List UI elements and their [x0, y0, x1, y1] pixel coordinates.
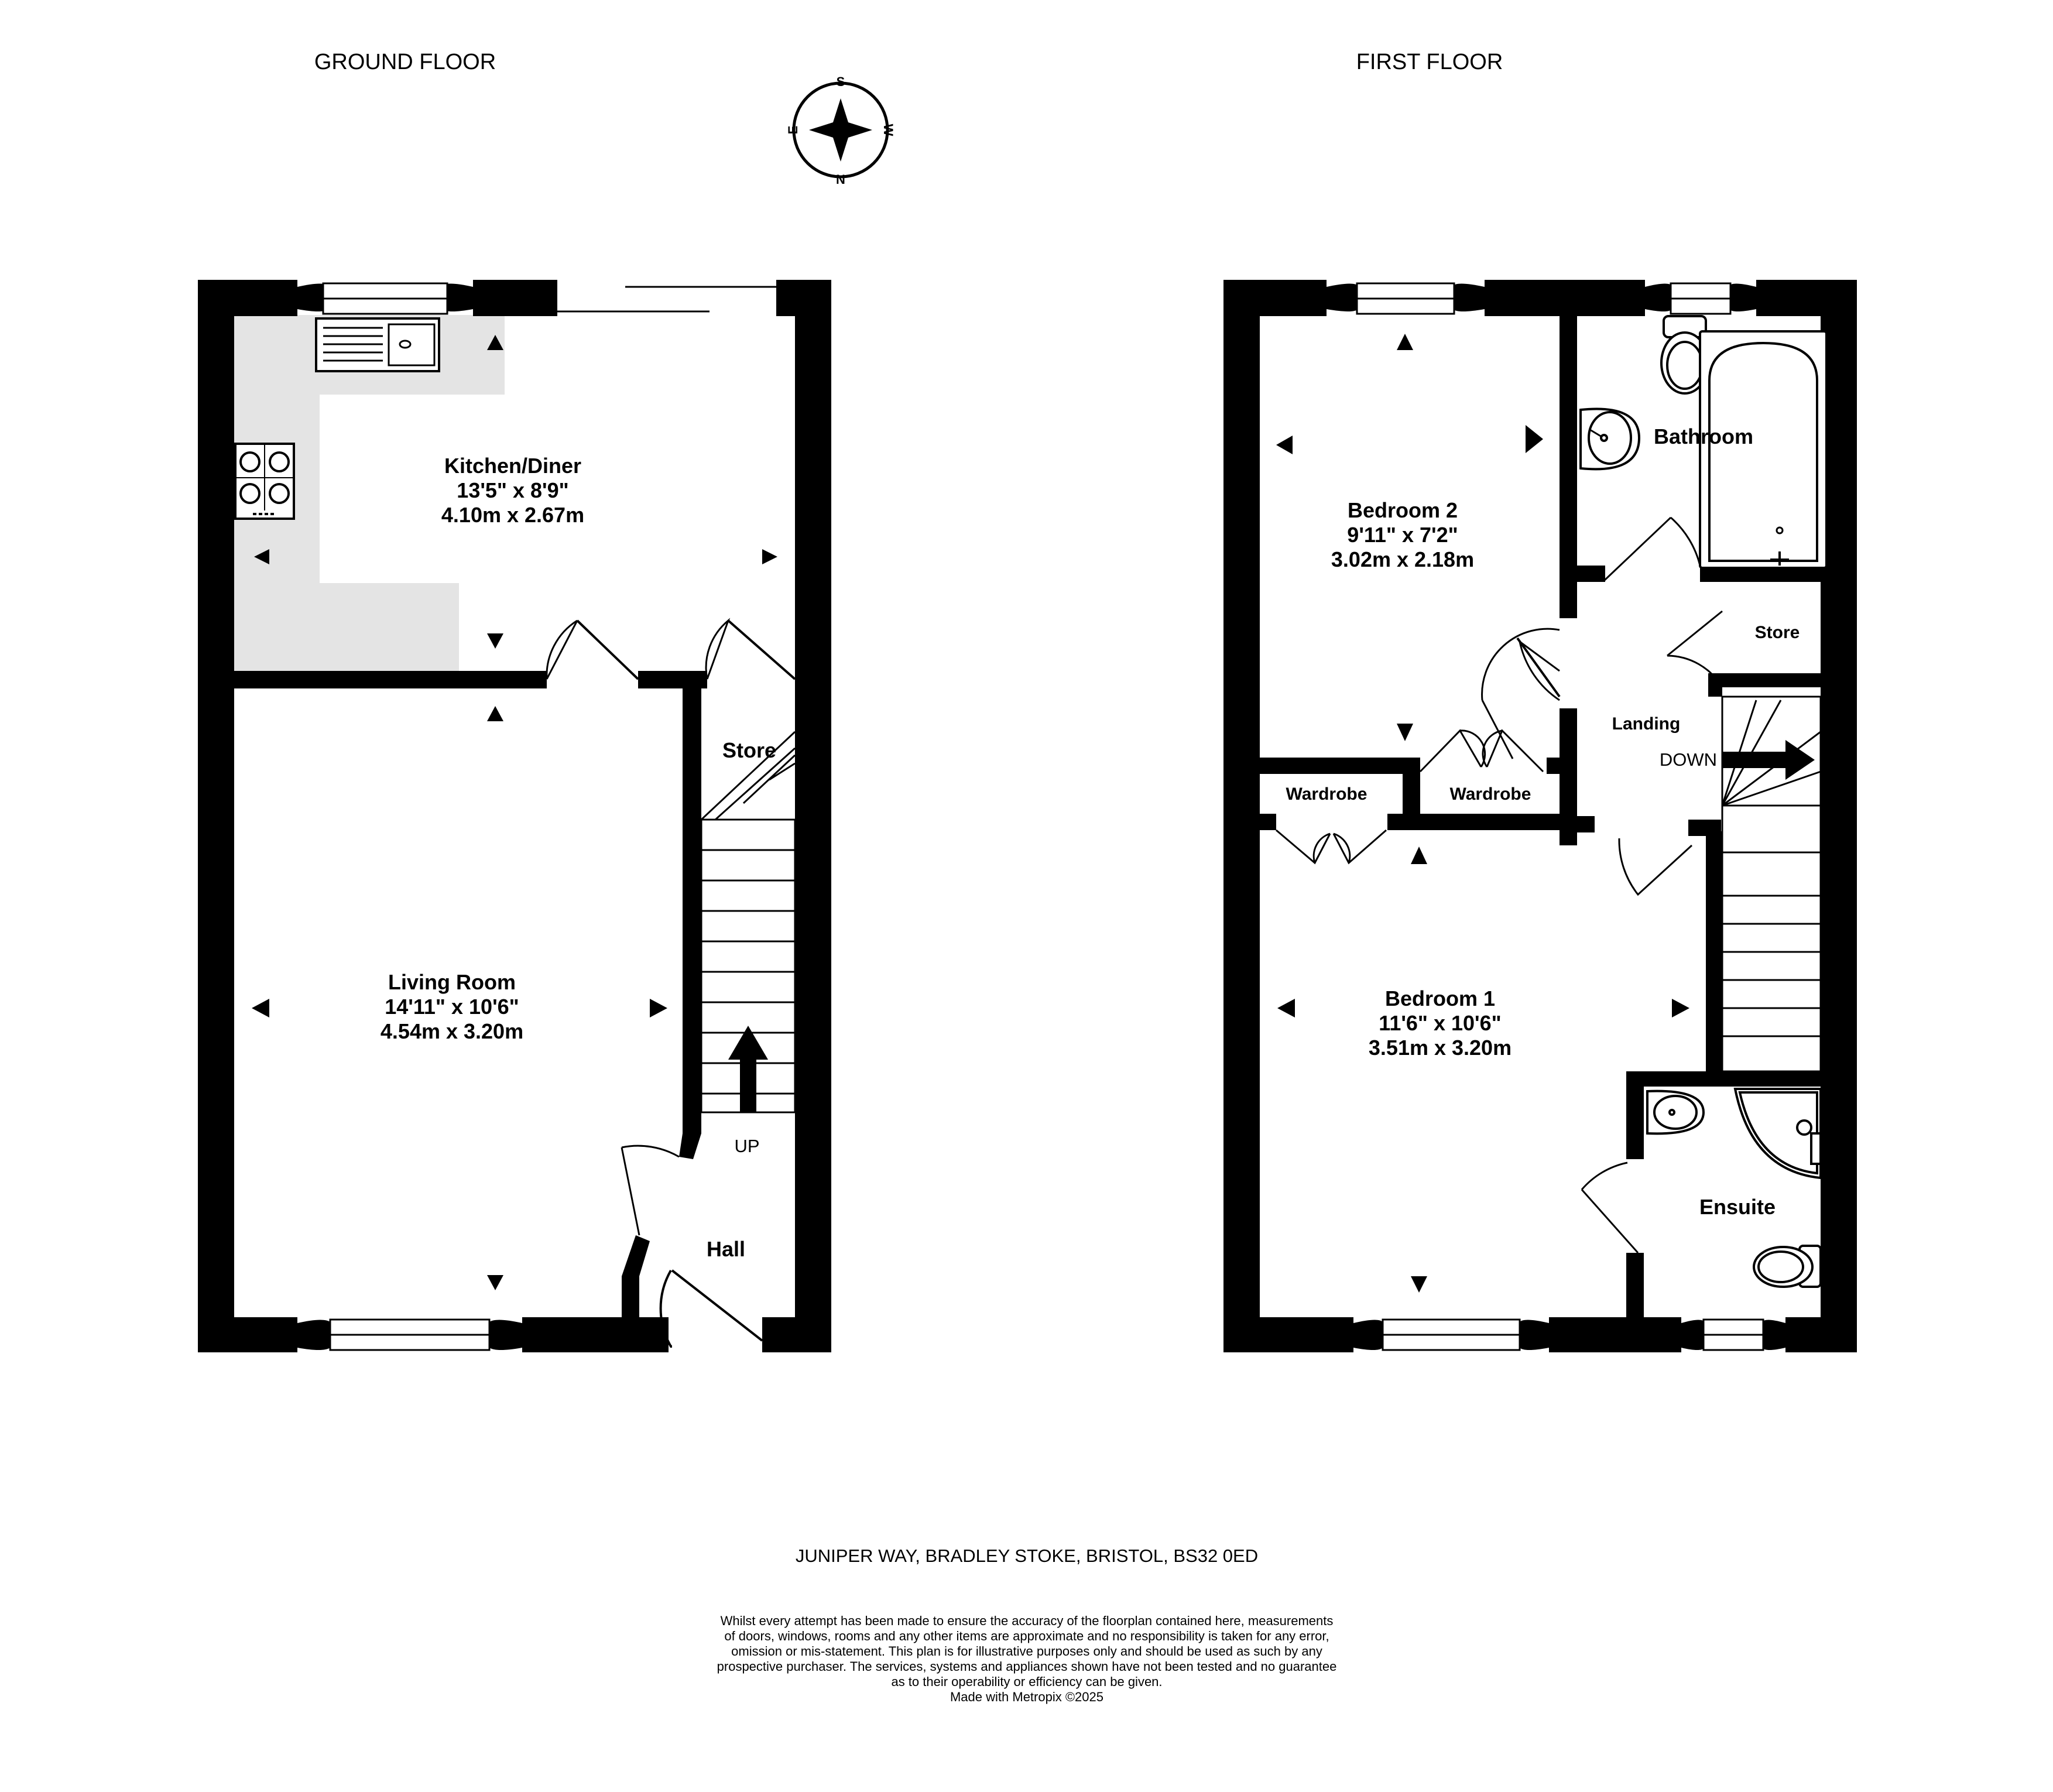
- ensuite-name: Ensuite: [1699, 1195, 1776, 1219]
- first-floor-dimension-arrows: [1276, 334, 1689, 1293]
- kitchen-worktop: [233, 315, 505, 672]
- hall-name: Hall: [707, 1237, 745, 1261]
- disclaimer-line: as to their operability or efficiency ca…: [891, 1674, 1162, 1689]
- compass-south-label: S: [837, 74, 845, 89]
- disclaimer: Whilst every attempt has been made to en…: [717, 1613, 1337, 1704]
- kitchen-sink-icon: [315, 317, 440, 372]
- bath-icon: [1699, 330, 1828, 569]
- disclaimer-line: Whilst every attempt has been made to en…: [721, 1613, 1334, 1628]
- wardrobe-left-name: Wardrobe: [1286, 784, 1367, 804]
- kitchen-hob-icon: [234, 443, 295, 520]
- compass-east-label: E: [786, 126, 800, 135]
- bathroom-name: Bathroom: [1654, 424, 1753, 448]
- ensuite-toilet-icon: [1753, 1245, 1822, 1288]
- shower-icon: [1733, 1088, 1822, 1180]
- kitchen-diner-metric: 4.10m x 2.67m: [441, 503, 584, 527]
- toilet-icon: [1660, 315, 1709, 395]
- disclaimer-credit: Made with Metropix ©2025: [950, 1690, 1103, 1704]
- stairs-down-label: DOWN: [1660, 749, 1717, 770]
- property-address: JUNIPER WAY, BRADLEY STOKE, BRISTOL, BS3…: [796, 1546, 1258, 1566]
- first-floor-doors: [1276, 516, 1723, 1253]
- ground-store-name: Store: [722, 738, 776, 762]
- kitchen-diner-imperial: 13'5" x 8'9": [457, 478, 568, 502]
- bedroom2-metric: 3.02m x 2.18m: [1331, 547, 1474, 571]
- compass-icon: S N W E: [786, 74, 896, 187]
- bedroom2-imperial: 9'11" x 7'2": [1347, 523, 1458, 547]
- bedroom1-imperial: 11'6" x 10'6": [1379, 1011, 1501, 1035]
- wardrobe-right-name: Wardrobe: [1450, 784, 1531, 804]
- stairs-up-label: UP: [734, 1136, 759, 1156]
- ensuite-basin-icon: [1646, 1089, 1705, 1135]
- disclaimer-line: of doors, windows, rooms and any other i…: [724, 1629, 1329, 1643]
- ground-floor-heading: GROUND FLOOR: [314, 50, 496, 74]
- first-floor-walls: [1223, 280, 1857, 1352]
- living-room-name: Living Room: [388, 970, 516, 994]
- disclaimer-line: omission or mis-statement. This plan is …: [731, 1644, 1322, 1659]
- living-room-metric: 4.54m x 3.20m: [381, 1019, 523, 1043]
- ground-floor-plan: Kitchen/Diner 13'5" x 8'9" 4.10m x 2.67m…: [198, 280, 831, 1352]
- ground-floor-doors: [546, 618, 796, 1348]
- ground-floor-walls: [198, 280, 831, 1352]
- first-floor-plan: Bedroom 2 9'11" x 7'2" 3.02m x 2.18m Bat…: [1223, 280, 1857, 1352]
- first-floor-heading: FIRST FLOOR: [1356, 50, 1503, 74]
- landing-name: Landing: [1612, 714, 1681, 734]
- compass-north-label: N: [836, 172, 845, 187]
- kitchen-diner-name: Kitchen/Diner: [444, 454, 581, 478]
- first-floor-staircase: [1721, 695, 1822, 1073]
- ground-floor-dimension-arrows: [252, 335, 777, 1290]
- first-floor-windows: [1327, 282, 1785, 1351]
- disclaimer-line: prospective purchaser. The services, sys…: [717, 1659, 1337, 1674]
- living-room-imperial: 14'11" x 10'6": [385, 995, 519, 1019]
- bedroom2-name: Bedroom 2: [1348, 498, 1458, 522]
- ground-floor-windows: [297, 282, 786, 1351]
- compass-west-label: W: [881, 124, 896, 136]
- first-store-name: Store: [1755, 623, 1800, 642]
- ground-floor-staircase: [700, 731, 796, 1113]
- bathroom-basin-icon: [1579, 407, 1641, 471]
- bedroom1-name: Bedroom 1: [1385, 986, 1495, 1010]
- bedroom1-metric: 3.51m x 3.20m: [1369, 1036, 1512, 1060]
